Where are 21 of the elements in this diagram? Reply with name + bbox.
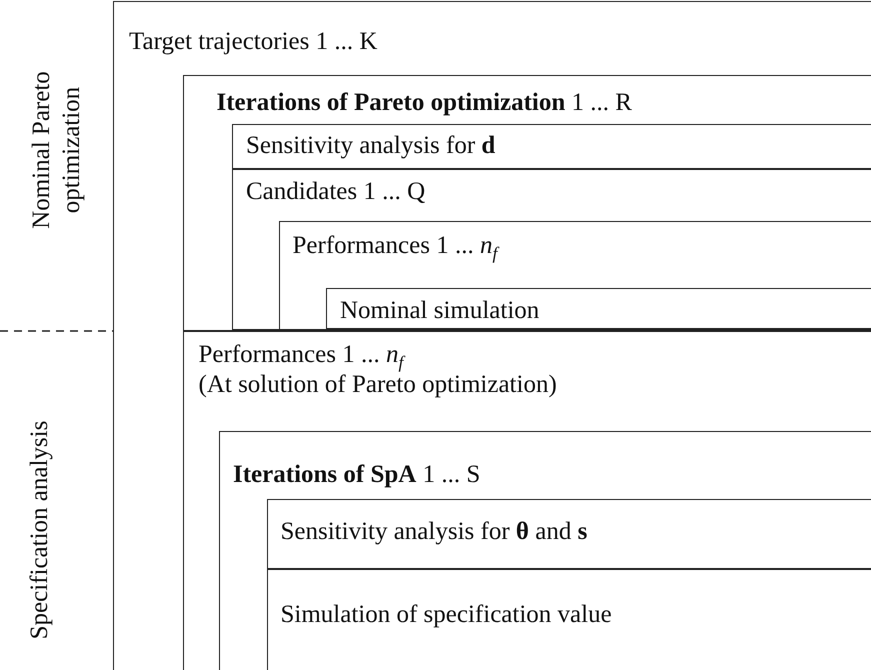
section-label: Nominal Pareto optimization xyxy=(27,70,86,231)
box-label: Candidates 1 ... Q xyxy=(246,177,426,207)
step-box xyxy=(266,498,871,568)
box-label: Simulation of specification value xyxy=(280,600,612,630)
loop-box xyxy=(232,169,871,330)
box-label: Sensitivity analysis for θ and s xyxy=(280,516,588,546)
step-box xyxy=(326,288,871,329)
box-label: Performances 1 ... n$_{f}$ xyxy=(292,230,498,265)
step-box xyxy=(266,568,871,670)
loop-box xyxy=(182,74,871,330)
box-label: Iterations of SpA 1 ... S xyxy=(233,460,480,490)
box-label: Target trajectories 1 ... K xyxy=(129,27,378,57)
loop-box xyxy=(182,330,871,670)
loop-box xyxy=(219,431,871,670)
box-label: Iterations of Pareto optimization 1 ... R xyxy=(216,88,632,118)
loop-box xyxy=(278,220,871,330)
box-label: Nominal simulation xyxy=(340,296,540,326)
loop-box xyxy=(113,1,871,670)
section-label: Specification analysis xyxy=(25,420,54,642)
box-label: Sensitivity analysis for d xyxy=(246,131,496,161)
step-box xyxy=(232,124,871,169)
